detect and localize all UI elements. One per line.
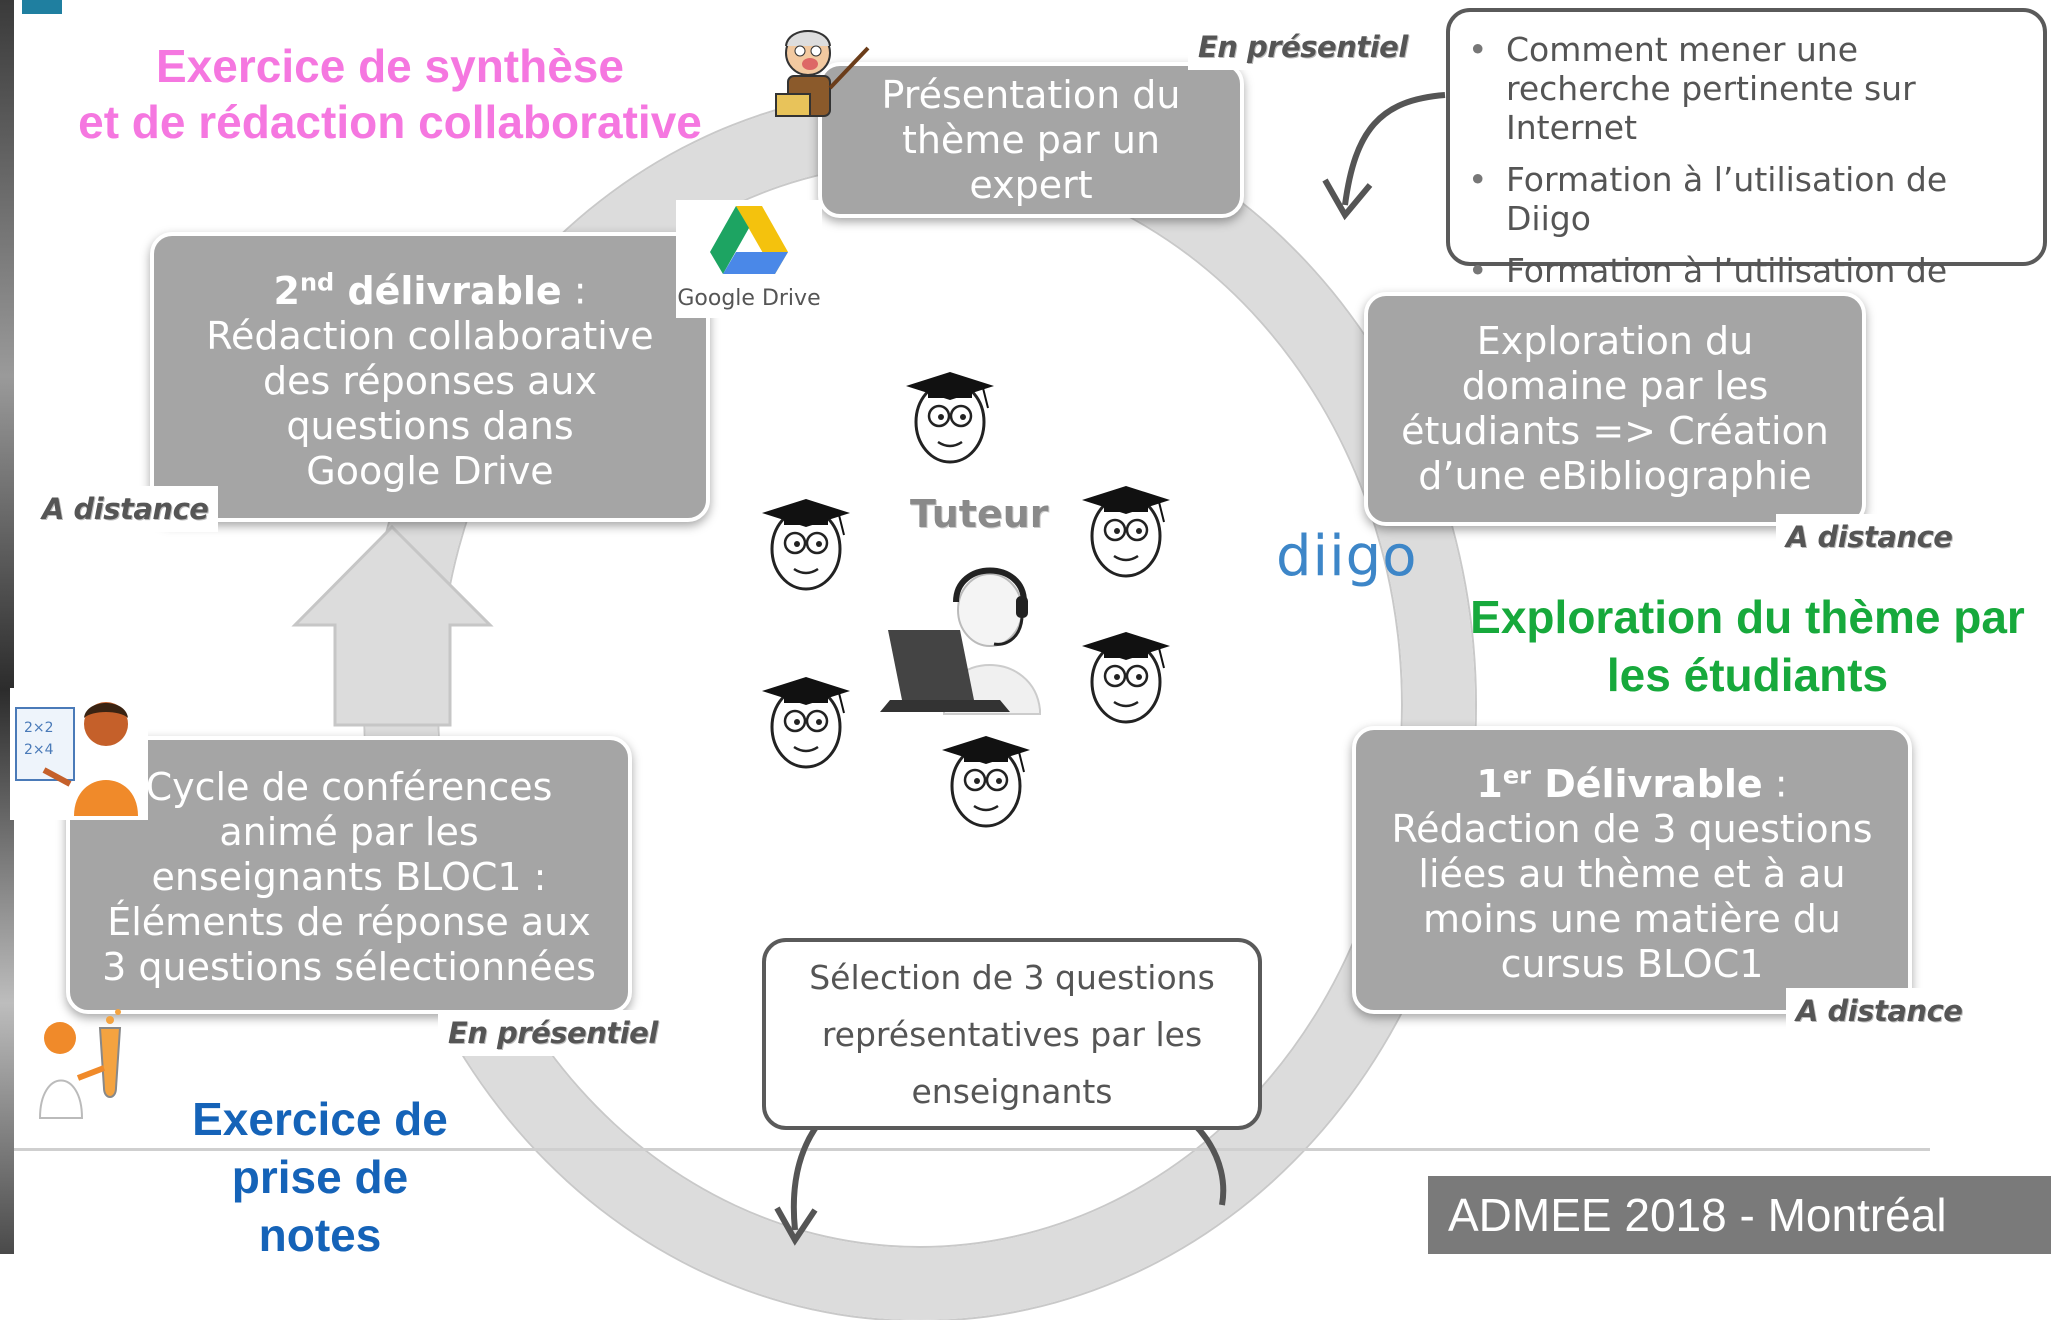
deliverable2-colon: : <box>561 268 587 313</box>
deliverable1-num: 1 <box>1476 761 1503 806</box>
google-drive-label: Google Drive <box>677 286 821 311</box>
synthesis-title-line2: et de rédaction collaborative <box>78 96 702 148</box>
teacher-board-icon: 2×2 2×4 <box>10 688 148 820</box>
up-arrow <box>291 524 494 727</box>
professor-clipart-icon <box>775 30 870 117</box>
deliverable2-sup: nd <box>299 268 335 297</box>
corner-accent <box>22 0 62 14</box>
expert-mode-tag: En présentiel <box>1188 24 1418 70</box>
exploration-title-line2: les étudiants <box>1606 649 1889 701</box>
deliverable1-line1: Rédaction de 3 questions <box>1391 806 1873 851</box>
deliverable1-line4: cursus BLOC1 <box>1500 941 1764 986</box>
deliverable2-line3: questions dans <box>286 403 574 448</box>
exploration-line2: domaine par les <box>1461 364 1769 408</box>
conferences-line4: Éléments de réponse aux <box>107 899 591 944</box>
exploration-line3: étudiants => Création <box>1401 409 1829 453</box>
exploration-mode-tag: A distance <box>1776 514 1963 560</box>
expert-line1: Présentation du <box>881 72 1181 117</box>
deliverable1-sup: er <box>1502 761 1531 790</box>
deliverable1-line2: liées au thème et à au <box>1418 851 1846 896</box>
google-drive-icon <box>710 206 788 274</box>
expert-presentation-box: Présentation du thème par un expert <box>818 62 1244 218</box>
expert-line2: thème par un <box>901 117 1161 162</box>
synthesis-title: Exercice de synthèse et de rédaction col… <box>50 38 730 150</box>
notes-title: Exercice de prise de notes <box>160 1090 480 1264</box>
cycle-arrows <box>291 92 1446 1246</box>
google-drive-logo: Google Drive <box>676 200 822 318</box>
conferences-line2: animé par les <box>219 809 479 854</box>
conferences-line3: enseignants BLOC1 : <box>151 854 547 899</box>
selection-line2: représentatives par les <box>821 1014 1203 1054</box>
deliverable2-mode-tag: A distance <box>32 486 219 532</box>
deliverable1-heading: 1er Délivrable : <box>1476 753 1787 807</box>
deliverable2-line1: Rédaction collaborative <box>206 313 654 358</box>
conferences-line1: Cycle de conférences <box>145 764 553 809</box>
tutor-label: Tuteur <box>910 492 1049 536</box>
selection-line1: Sélection de 3 questions <box>809 957 1215 997</box>
expert-line3: expert <box>969 162 1093 207</box>
bullet-internet-research: Comment mener une recherche pertinente s… <box>1450 30 2029 147</box>
exploration-line1: Exploration du <box>1476 319 1754 363</box>
exploration-box: Exploration du domaine par les étudiants… <box>1364 292 1866 526</box>
exploration-line4: d’une eBibliographie <box>1418 454 1812 498</box>
deliverable2-box: 2nd délivrable : Rédaction collaborative… <box>150 232 710 522</box>
selection-line3: enseignants <box>911 1071 1113 1111</box>
deliverable1-head: Délivrable <box>1544 761 1763 806</box>
deliverable2-num: 2 <box>273 268 300 313</box>
svg-text:2×2: 2×2 <box>24 720 54 736</box>
notes-title-line1: Exercice de <box>192 1093 448 1145</box>
selection-box: Sélection de 3 questions représentatives… <box>762 938 1262 1130</box>
exploration-title: Exploration du thème par les étudiants <box>1450 588 2045 704</box>
conferences-line5: 3 questions sélectionnées <box>102 944 596 989</box>
training-bullet-list: Comment mener une recherche pertinente s… <box>1450 30 2029 329</box>
diigo-logo: diigo <box>1276 524 1418 589</box>
footer-event-label: ADMEE 2018 - Montréal <box>1428 1176 2051 1254</box>
exploration-title-line1: Exploration du thème par <box>1470 591 2025 643</box>
conferences-mode-tag: En présentiel <box>438 1010 668 1056</box>
conferences-box: Cycle de conférences animé par les ensei… <box>66 736 632 1014</box>
deliverable2-line2: des réponses aux <box>263 358 597 403</box>
deliverable1-box: 1er Délivrable : Rédaction de 3 question… <box>1352 726 1912 1014</box>
deliverable2-line4: Google Drive <box>306 448 554 493</box>
training-bullets-box: Comment mener une recherche pertinente s… <box>1446 8 2047 329</box>
bullet-to-ring-arrow <box>1342 92 1446 206</box>
left-photo-strip <box>0 0 14 1254</box>
bullet-diigo-training: Formation à l’utilisation de Diigo <box>1450 160 2029 238</box>
notes-title-line2: prise de <box>231 1151 409 1203</box>
deliverable2-heading: 2nd délivrable : <box>273 260 586 314</box>
deliverable2-head: délivrable <box>347 268 562 313</box>
svg-text:2×4: 2×4 <box>24 742 54 758</box>
scientist-flask-icon <box>38 1009 122 1119</box>
deliverable1-line3: moins une matière du <box>1423 896 1841 941</box>
deliverable1-mode-tag: A distance <box>1786 988 1973 1034</box>
synthesis-title-line1: Exercice de synthèse <box>156 40 624 92</box>
deliverable1-colon: : <box>1762 761 1788 806</box>
footer-divider <box>14 1148 1930 1151</box>
notes-title-line3: notes <box>258 1209 382 1261</box>
